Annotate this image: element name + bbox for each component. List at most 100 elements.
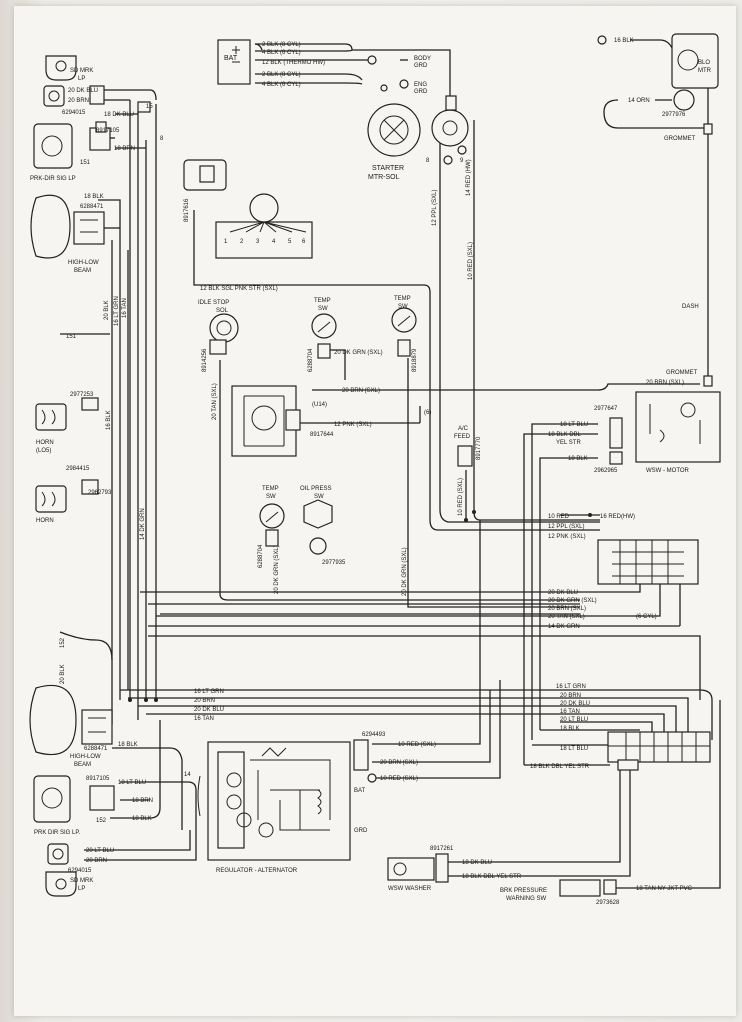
wire-label: 18 BLK DBL YEL STR: [462, 874, 522, 880]
wire-label: 18 BLK DBL: [548, 432, 582, 438]
engine-ground-symbol: [399, 79, 409, 89]
wire-label: 12 PNK (SXL): [334, 422, 372, 428]
bat-label: BAT: [224, 55, 238, 62]
bat-small-label: BAT: [354, 788, 366, 794]
side-marker-lamp-bottom: [45, 871, 77, 897]
wsw-washer-label: WSW WASHER: [388, 886, 432, 892]
junction-dots: [128, 510, 592, 702]
wire-label: 20 BRN: [86, 858, 107, 864]
wire-label: 18 BLK: [84, 194, 104, 200]
starter-solenoid: [431, 109, 469, 147]
wire-label: 20 DK BLU: [194, 707, 224, 713]
blo-mtr-1: BLO: [698, 60, 710, 66]
components: [29, 33, 721, 897]
wsw-motor-label: WSW - MOTOR: [646, 468, 690, 474]
wire-label: 20 BRN: [560, 693, 581, 699]
wire-label: 18 DK BLU: [104, 112, 134, 118]
temp-sw-2-b: SW: [398, 304, 408, 310]
wire-label: 12 PPL (SXL): [432, 190, 438, 226]
part-number: 2977935: [322, 560, 346, 566]
part-number: 2973628: [596, 900, 620, 906]
eng-grd-label-1: ENG: [414, 82, 427, 88]
ac-feed-connector: [457, 445, 473, 467]
temp-switch-3: [259, 503, 285, 529]
part-number: 2984415: [66, 466, 90, 472]
wire-label: 12 PPL (SXL): [548, 524, 584, 530]
wire-label: 18 DK BLU: [462, 860, 492, 866]
part-number: 8917105: [96, 128, 120, 134]
wire-label: 20 BRN (SXL): [548, 606, 586, 612]
wiring-diagram: BAT BODY GRD ENG GRD STARTER MTR-SOL SD …: [29, 33, 721, 906]
temp-sw-3-a: TEMP: [262, 486, 279, 492]
wiring-diagram-sheet: BAT BODY GRD ENG GRD STARTER MTR-SOL SD …: [14, 6, 736, 1016]
wire-label: 152: [96, 818, 107, 824]
prk-dir-top-label: PRK-DIR SIG LP: [30, 176, 76, 182]
wire-label: 4 BLK (6 CYL): [262, 82, 301, 88]
wire-label: 151: [80, 160, 91, 166]
wire-label: 14: [184, 772, 191, 778]
wire-label: (6): [424, 410, 431, 416]
wire-label: 16 LT GRN: [194, 689, 224, 695]
wire-label: 18 BRN: [132, 798, 153, 804]
ac-feed-2: FEED: [454, 434, 471, 440]
wire-label: 16 TAN: [560, 709, 580, 715]
part-number: 2977976: [662, 112, 686, 118]
wire-label: (6 CYL): [636, 614, 657, 620]
oil-press-a: OIL PRESS: [300, 486, 331, 492]
wire-label: 10 RED (SXL): [380, 776, 418, 782]
brk-pressure-switch: [559, 879, 601, 897]
grommet-label-2: GROMMET: [666, 370, 698, 376]
wire-label: 16 LT GRN: [114, 296, 120, 326]
component-labels: BAT BODY GRD ENG GRD STARTER MTR-SOL SD …: [30, 55, 712, 902]
coil-num-4: 4: [272, 239, 276, 245]
wire-label: 18 TAN NY JKT PVC: [636, 886, 693, 892]
part-number: 8917105: [86, 776, 110, 782]
wire-label: 16 BLK: [614, 38, 634, 44]
temp-sw-2-a: TEMP: [394, 296, 411, 302]
wire-label: 20 LT BLU: [560, 717, 588, 723]
wire-label: 16 LT GRN: [556, 684, 586, 690]
distributor-terminal-block: [215, 221, 313, 259]
sd-mrk-top-1: SD MRK: [70, 68, 93, 74]
temp-switch-2: [391, 307, 417, 333]
wire-label: 20 BRN (SXL): [342, 388, 380, 394]
wire-label: 12 PNK (SXL): [548, 534, 586, 540]
wires: [59, 39, 721, 889]
wire-label: 18 LT BLU: [118, 780, 146, 786]
wire-label: 16 BLK: [106, 410, 112, 430]
regulator-label: REGULATOR - ALTERNATOR: [216, 868, 298, 874]
brk-press-1: BRK PRESSURE: [500, 888, 547, 894]
wire-label: 18 BLK: [560, 726, 580, 732]
temp-sw-1-a: TEMP: [314, 298, 331, 304]
coil-num-2: 2: [240, 239, 244, 245]
park-dir-lamp-top: [33, 123, 73, 169]
wire-label: 20 DK BLU: [548, 590, 578, 596]
wire-label: 14 RED (HW): [466, 159, 472, 196]
grommet-label-1: GROMMET: [664, 136, 696, 142]
wire-label: 8: [426, 158, 430, 164]
grd-label: GRD: [354, 828, 368, 834]
wire-label: 14 ORN: [628, 98, 650, 104]
wire-label: 20 BLK: [104, 300, 110, 320]
wire-label: 18 BRN: [114, 146, 135, 152]
wire-label: 20 DK BLU: [68, 88, 98, 94]
wire-label: 9: [460, 158, 464, 164]
horn-1-label: HORN: [36, 440, 54, 446]
wire-label: 16 TAN: [122, 298, 128, 318]
starter-label-2: MTR-SOL: [368, 174, 400, 181]
temp-sw-1-b: SW: [318, 306, 328, 312]
part-number: 6294015: [62, 110, 86, 116]
part-number: 8917770: [476, 436, 482, 460]
part-number: 6288471: [80, 204, 104, 210]
prk-dir-bot-label: PRK DIR SIG LP.: [34, 830, 81, 836]
wire-label: 4 BLK (6 CYL): [262, 50, 301, 56]
body-grd-label-2: GRD: [414, 63, 428, 69]
wire-label: 20 LT BLU: [86, 848, 114, 854]
part-number: 8917616: [184, 198, 190, 222]
wire-label: 18 LT BLU: [560, 746, 588, 752]
part-number: 2977647: [594, 406, 618, 412]
oil-press-b: SW: [314, 494, 324, 500]
wire-label: 15: [146, 104, 153, 110]
wire-label: 16 TAN: [194, 716, 214, 722]
